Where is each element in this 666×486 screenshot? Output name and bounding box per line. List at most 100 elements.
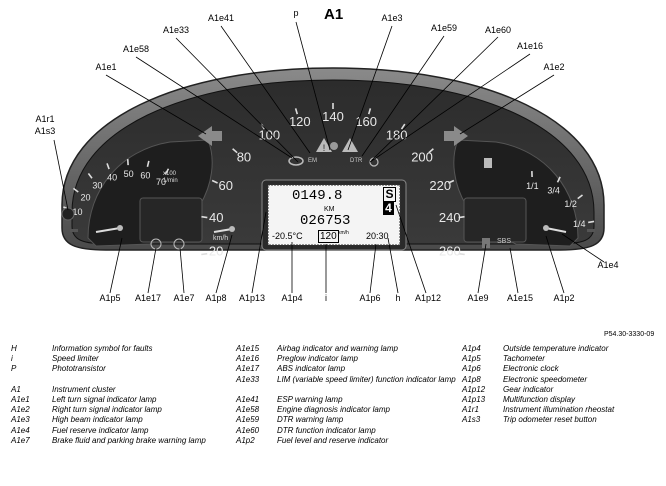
callout-label: p [282, 8, 310, 18]
legend-key: A1e7 [11, 436, 30, 446]
tacho-unit-bottom: 1/min [163, 178, 178, 184]
gear-indicator-top: S [383, 187, 396, 202]
left-lamp-panel [140, 198, 202, 242]
legend-row: A1e58 Engine diagnosis indicator lamp [236, 405, 456, 415]
scale-tick-label: 200 [411, 150, 433, 165]
display-unit: KM [324, 206, 335, 213]
scale-tick [201, 254, 207, 255]
callout-label: A1e3 [378, 13, 406, 23]
scale-tick-label: 20 [209, 243, 223, 258]
legend-key: i [11, 354, 13, 364]
legend-key: A1e58 [236, 405, 259, 415]
display-trip: 0149.8 [292, 188, 342, 204]
callout-label: A1e33 [162, 25, 190, 35]
scale-tick-label: 40 [107, 172, 117, 182]
esp-exclaim: ! [323, 143, 326, 153]
legend-row: A1e16 Preglow indicator lamp [236, 354, 456, 364]
callout-label: A1e7 [170, 293, 198, 303]
callout-label: A1p6 [356, 293, 384, 303]
speed-limiter: 120 [318, 230, 339, 243]
scale-tick-label: 60 [219, 178, 233, 193]
callout-label: A1e2 [540, 62, 568, 72]
callout-label: A1e60 [484, 25, 512, 35]
legend-text: Preglow indicator lamp [277, 354, 457, 364]
scale-tick-label: 120 [289, 114, 311, 129]
figure-reference: P54.30-3330-09 [604, 331, 654, 338]
callout-label: A1p5 [96, 293, 124, 303]
scale-tick [588, 221, 594, 222]
scale-tick-label: 50 [124, 169, 134, 179]
legend-key: A1e16 [236, 354, 259, 364]
legend-key: P [11, 364, 16, 374]
legend-key: A1p6 [462, 364, 481, 374]
callout-label: A1p13 [238, 293, 266, 303]
legend-key: A1 [11, 385, 21, 395]
airbag-lamp-icon [482, 238, 490, 248]
callout-label: A1e16 [516, 41, 544, 51]
legend-key: A1p8 [462, 375, 481, 385]
dtr-lamp-label: DTR [350, 158, 362, 164]
title-label: A1 [324, 6, 343, 23]
callout-label: A1e58 [122, 44, 150, 54]
legend-text: LIM (variable speed limiter) function in… [277, 375, 457, 385]
callout-label: i [312, 293, 340, 303]
legend-text: Gear indicator [503, 385, 666, 395]
legend-key: A1e3 [11, 415, 30, 425]
legend-text: Tachometer [503, 354, 666, 364]
scale-tick-label: 220 [429, 178, 451, 193]
scale-tick-label: 180 [386, 128, 408, 143]
legend-text: Phototransistor [52, 364, 232, 374]
legend-text: Brake fluid and parking brake warning la… [52, 436, 232, 446]
callout-label: A1e17 [134, 293, 162, 303]
callout-label: A1s3 [31, 126, 59, 136]
callout-label: A1e15 [506, 293, 534, 303]
legend-text: DTR warning lamp [277, 415, 457, 425]
fuel-pump-icon [484, 158, 492, 168]
legend-text: Engine diagnosis indicator lamp [277, 405, 457, 415]
legend-text: Fuel level and reserve indicator [277, 436, 457, 446]
legend-text: Instrument cluster [52, 385, 232, 395]
left-mount-tab [70, 229, 78, 232]
legend-text: Trip odometer reset button [503, 415, 666, 425]
scale-tick-label: 20 [80, 192, 90, 202]
phototransistor [330, 142, 338, 150]
legend-text: Information symbol for faults [52, 344, 232, 354]
callout-label: A1e9 [464, 293, 492, 303]
callout-label: A1r1 [31, 114, 59, 124]
legend-key: A1e60 [236, 426, 259, 436]
display-total: 026753 [300, 213, 350, 229]
right-lamp-panel [464, 198, 526, 242]
legend-text: Right turn signal indicator lamp [52, 405, 232, 415]
sbs-lamp-label: SBS [497, 238, 511, 245]
callout-label: A1e59 [430, 23, 458, 33]
speed-limiter-unit: km/h [338, 230, 349, 236]
legend-text: ESP warning lamp [277, 395, 457, 405]
legend-key: A1r1 [462, 405, 479, 415]
legend-key: A1e2 [11, 405, 30, 415]
legend-key: A1p4 [462, 344, 481, 354]
legend-key: A1p5 [462, 354, 481, 364]
legend-text: Fuel reserve indicator lamp [52, 426, 232, 436]
legend-row: A1e41 ESP warning lamp [236, 395, 456, 405]
legend-key: A1e41 [236, 395, 259, 405]
scale-tick-label: 3/4 [547, 185, 560, 195]
scale-tick-label: 1/4 [573, 219, 586, 229]
speedometer-unit: km/h [213, 235, 228, 242]
